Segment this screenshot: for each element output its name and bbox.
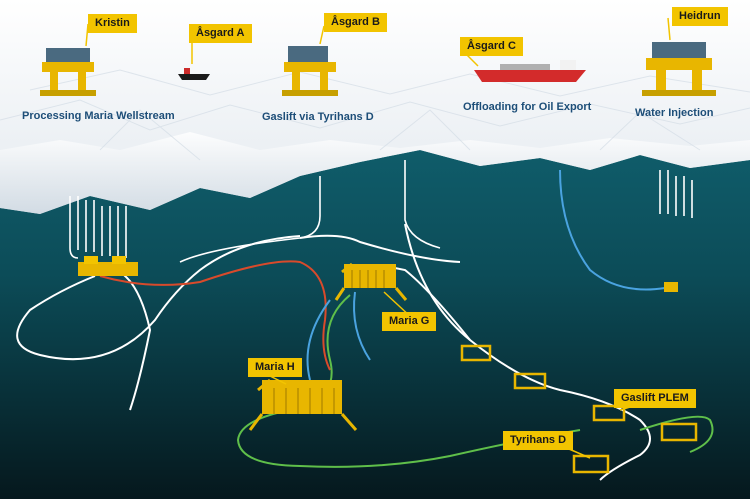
surface-edge (0, 132, 750, 214)
kristin-platform (40, 48, 96, 96)
maria-g-template (334, 262, 408, 301)
asgard-c-label: Åsgard C (460, 37, 523, 56)
maria-h-label: Maria H (248, 358, 302, 377)
tyrihans-templates (460, 344, 698, 474)
asgard-c-ship (474, 60, 586, 82)
ice-facets (0, 69, 750, 161)
maria-g-label: Maria G (382, 312, 437, 331)
asgard-a-ship (178, 68, 210, 80)
manifold-structures (78, 256, 698, 474)
heidrun-label: Heidrun (672, 7, 728, 26)
tyrihans-d-label: Tyrihans D (503, 431, 574, 450)
kristin-caption: Processing Maria Wellstream (22, 110, 175, 122)
kristin-template (78, 256, 138, 276)
flowlines (16, 169, 714, 481)
asgard-b-label: Åsgard B (324, 13, 387, 32)
asgard-b-caption: Gaslift via Tyrihans D (262, 111, 374, 123)
asgard-b-platform (282, 46, 338, 96)
heidrun-platform (642, 42, 716, 96)
heidrun-caption: Water Injection (635, 107, 714, 119)
asgard-c-caption: Offloading for Oil Export (463, 101, 592, 113)
maria-h-template (248, 378, 358, 431)
kristin-label: Kristin (88, 14, 137, 33)
water-injection-point (664, 282, 678, 292)
asgard-a-label: Åsgard A (189, 24, 252, 43)
gaslift-plem-label: Gaslift PLEM (614, 389, 696, 408)
risers (69, 160, 693, 263)
